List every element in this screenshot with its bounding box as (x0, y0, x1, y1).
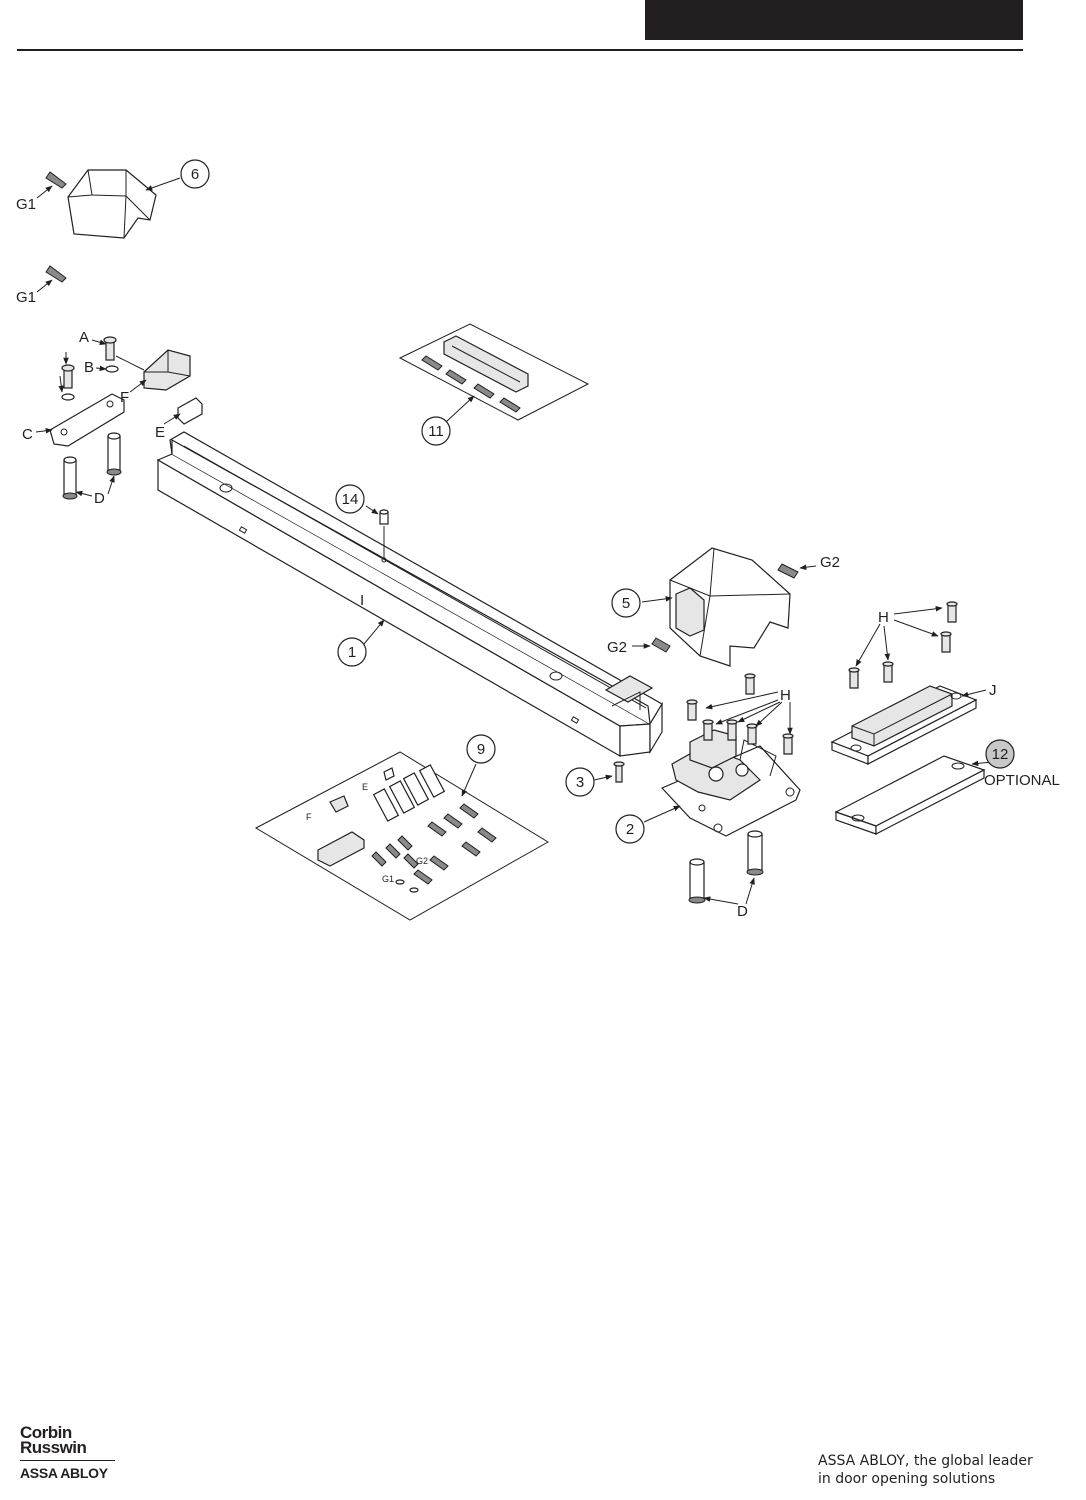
header-bar (645, 0, 1023, 40)
callout-6 (180, 159, 210, 189)
label-g2-left: G2 (607, 639, 627, 656)
end-bracket-c (49, 393, 125, 447)
header-rule (17, 49, 1023, 51)
label-kit9-f: F (306, 812, 312, 822)
label-kit9-g1: G1 (382, 874, 394, 884)
shim-part-12-optional (834, 755, 986, 835)
screw-g2-cover-side (651, 637, 671, 653)
rod-d-right-2 (746, 830, 764, 876)
screws-h-mechanism (686, 673, 794, 755)
callout-9-text: 9 (477, 741, 485, 758)
logo-line-1: Corbin (20, 1423, 72, 1442)
callout-5 (611, 588, 641, 618)
label-c: C (22, 426, 33, 443)
callout-12 (985, 739, 1015, 769)
label-d-left: D (94, 490, 105, 507)
washer-b-2 (61, 393, 75, 401)
label-f: F (120, 389, 129, 406)
label-g2-right: G2 (820, 554, 840, 571)
screw-a (103, 336, 117, 361)
label-kit9-g2: G2 (416, 856, 428, 866)
callout-9 (466, 734, 496, 764)
screws-h-strike (848, 601, 958, 689)
kit-card-11 (398, 323, 590, 421)
callout-5-text: 5 (622, 595, 630, 612)
screw-g1-bottom (45, 265, 67, 283)
kit-9-rods (372, 764, 446, 822)
label-b: B (84, 359, 94, 376)
tagline-line-1: ASSA ABLOY, the global leader (818, 1453, 1033, 1469)
label-optional: OPTIONAL (984, 772, 1060, 789)
logo-rule (20, 1460, 115, 1461)
corbin-russwin-logo: Corbin Russwin ASSA ABLOY (20, 1423, 130, 1481)
clip-e (177, 397, 203, 425)
label-d-right: D (737, 903, 748, 920)
label-a: A (79, 329, 89, 346)
washer-b (105, 365, 119, 373)
label-j: J (989, 682, 997, 699)
screw-part-3 (613, 761, 625, 783)
label-g1-top: G1 (16, 196, 36, 213)
callout-2-text: 2 (626, 821, 634, 838)
assa-abloy-logo: ASSA ABLOY (20, 1465, 108, 1481)
label-e: E (155, 424, 165, 441)
callout-12-text: 12 (992, 746, 1009, 763)
rod-d-left-2 (106, 432, 122, 476)
strike-part-j (830, 685, 978, 765)
callout-11 (421, 416, 451, 446)
callout-3 (565, 767, 595, 797)
callout-11-text: 11 (428, 423, 444, 440)
plug-part-14 (379, 509, 389, 563)
callout-1-text: 1 (348, 644, 356, 661)
tagline: ASSA ABLOY, the global leader in door op… (818, 1452, 1058, 1488)
callout-1 (337, 637, 367, 667)
kit-9-screws (371, 803, 497, 893)
kit-card-9 (254, 751, 549, 921)
callout-14 (335, 484, 365, 514)
label-i: I (360, 592, 364, 609)
tagline-line-2: in door opening solutions (818, 1471, 996, 1487)
callout-6-text: 6 (191, 166, 199, 183)
callout-3-text: 3 (576, 774, 584, 791)
base-mechanism-part-2 (660, 729, 801, 837)
screw-g2-cover-top (777, 563, 799, 579)
rod-d-right-1 (688, 858, 706, 904)
callout-2 (615, 814, 645, 844)
label-g1-bottom: G1 (16, 289, 36, 306)
label-h-mechanism: H (780, 687, 791, 704)
callout-14-text: 14 (342, 491, 359, 508)
cover-part-5 (669, 547, 791, 667)
logo-line-2: Russwin (20, 1438, 87, 1457)
block-f (143, 349, 191, 391)
label-h-strike: H (878, 609, 889, 626)
end-cap-part-6 (67, 169, 157, 239)
screw-a-2 (61, 364, 75, 389)
rail-channel-part-1 (156, 431, 663, 758)
rod-d-left-1 (62, 456, 78, 500)
screw-g1-top (45, 171, 67, 189)
label-kit9-e: E (362, 782, 368, 792)
